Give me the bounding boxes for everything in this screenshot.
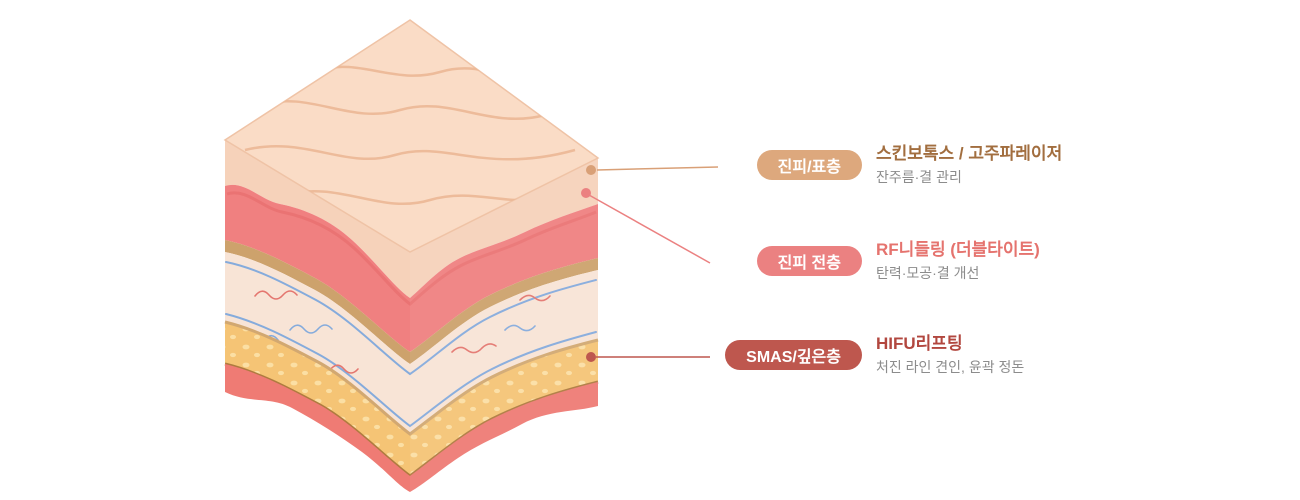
pill-wrap: 진피/표층 [712, 150, 862, 181]
treatment-subtitle: 탄력·모공·결 개선 [876, 265, 980, 282]
fat-top-line [224, 320, 599, 436]
treatment-title: 스킨보톡스 / 고주파레이저 [876, 144, 1063, 163]
dermis-wave-crest [226, 191, 597, 306]
layer-badge-dermis-surface: 진피/표층 [756, 150, 862, 181]
callout-text: HIFU리프팅 처진 라인 견인, 윤곽 정돈 [876, 334, 1024, 376]
skin-block [223, 19, 600, 492]
connector-line-2 [588, 194, 711, 264]
connector-dot-2 [581, 188, 591, 198]
layer-dermis-upper [225, 184, 598, 352]
layer-basement-band [225, 240, 598, 364]
layer-muscle [225, 364, 598, 492]
pill-wrap: SMAS/깊은층 [712, 340, 862, 371]
treatment-title: RF니들링 (더블타이트) [876, 240, 1040, 259]
callout-smas-deep: SMAS/깊은층 HIFU리프팅 처진 라인 견인, 윤곽 정돈 [712, 334, 1024, 376]
callout-text: 스킨보톡스 / 고주파레이저 잔주름·결 관리 [876, 144, 1062, 186]
layer-dermis-lower [225, 252, 598, 434]
connector-dot-3 [586, 352, 596, 362]
right-face-shading [410, 158, 598, 492]
treatment-title: HIFU리프팅 [876, 334, 963, 353]
callout-dermis-surface: 진피/표층 스킨보톡스 / 고주파레이저 잔주름·결 관리 [712, 144, 1062, 186]
treatment-subtitle: 잔주름·결 관리 [876, 169, 962, 186]
layer-badge-dermis-full: 진피 전층 [756, 246, 862, 277]
layer-epidermis-band [225, 140, 598, 298]
callout-dermis-full: 진피 전층 RF니들링 (더블타이트) 탄력·모공·결 개선 [712, 240, 1040, 282]
layer-fat-dots [225, 322, 598, 476]
connector-line-1 [596, 166, 719, 171]
pill-wrap: 진피 전층 [712, 246, 862, 277]
callout-text: RF니들링 (더블타이트) 탄력·모공·결 개선 [876, 240, 1040, 282]
treatment-subtitle: 처진 라인 견인, 윤곽 정돈 [876, 359, 1025, 376]
layer-badge-smas-deep: SMAS/깊은층 [725, 340, 862, 371]
connectors [581, 165, 719, 362]
connector-dot-1 [586, 165, 596, 175]
